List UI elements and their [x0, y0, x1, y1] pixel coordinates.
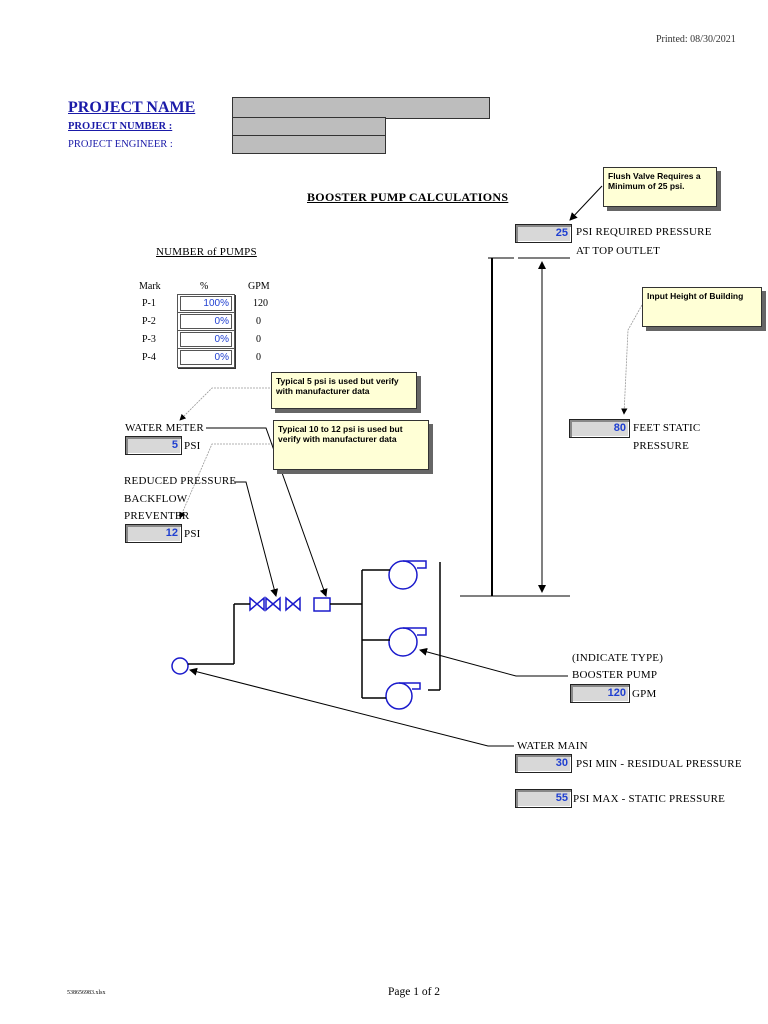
- col-mark-header: Mark: [139, 281, 161, 292]
- static-height-input[interactable]: 80: [569, 419, 630, 438]
- col-gpm-header: GPM: [248, 281, 270, 292]
- page-title: BOOSTER PUMP CALCULATIONS: [307, 190, 509, 204]
- project-engineer-field[interactable]: [232, 135, 386, 154]
- backflow-input[interactable]: 12: [125, 524, 182, 543]
- pump-pct-input[interactable]: 100%: [180, 296, 232, 311]
- note-building-height: Input Height of Building: [642, 287, 762, 327]
- project-engineer-label: PROJECT ENGINEER :: [68, 139, 173, 150]
- col-pct-header: %: [200, 281, 209, 292]
- required-pressure-label-2: AT TOP OUTLET: [576, 245, 661, 257]
- pump-pct-input[interactable]: 0%: [180, 350, 232, 365]
- backflow-label-3: PREVENTER: [124, 510, 190, 522]
- footer-filename: 538656983.xlsx: [67, 990, 106, 996]
- pump-mark: P-4: [142, 352, 156, 363]
- water-meter-unit: PSI: [184, 440, 201, 452]
- water-main-min-label: PSI MIN - RESIDUAL PRESSURE: [576, 758, 742, 770]
- booster-type-label: (INDICATE TYPE): [572, 652, 664, 664]
- required-pressure-label: PSI REQUIRED PRESSURE: [576, 226, 712, 238]
- backflow-unit: PSI: [184, 528, 201, 540]
- booster-pump-label: BOOSTER PUMP: [572, 669, 658, 681]
- backflow-label: REDUCED PRESSURE: [124, 475, 237, 487]
- static-height-label-2: PRESSURE: [633, 440, 690, 452]
- water-main-max-label: PSI MAX - STATIC PRESSURE: [573, 793, 726, 805]
- water-meter-label: WATER METER: [125, 422, 204, 434]
- pump-gpm: 0: [256, 316, 261, 327]
- pump-mark: P-3: [142, 334, 156, 345]
- print-date: Printed: 08/30/2021: [656, 34, 736, 45]
- pump-gpm: 0: [256, 334, 261, 345]
- pump-mark: P-2: [142, 316, 156, 327]
- note-meter: Typical 5 psi is used but verify with ma…: [271, 372, 417, 409]
- water-main-max-input[interactable]: 55: [515, 789, 572, 808]
- booster-gpm-unit: GPM: [632, 688, 657, 700]
- project-number-label: PROJECT NUMBER :: [68, 121, 173, 132]
- pump-mark: P-1: [142, 298, 156, 309]
- note-flush-valve: Flush Valve Requires a Minimum of 25 psi…: [603, 167, 717, 207]
- required-pressure-input[interactable]: 25: [515, 224, 572, 243]
- water-meter-input[interactable]: 5: [125, 436, 182, 455]
- booster-gpm-input[interactable]: 120: [570, 684, 630, 703]
- note-backflow: Typical 10 to 12 psi is used but verify …: [273, 420, 429, 470]
- pumps-heading: NUMBER of PUMPS: [156, 246, 257, 258]
- static-height-label: FEET STATIC: [633, 422, 701, 434]
- backflow-label-2: BACKFLOW: [124, 493, 188, 505]
- project-name-label: PROJECT NAME: [68, 99, 196, 116]
- pump-gpm: 0: [256, 352, 261, 363]
- water-main-min-input[interactable]: 30: [515, 754, 572, 773]
- pump-gpm: 120: [253, 298, 268, 309]
- pump-pct-input[interactable]: 0%: [180, 332, 232, 347]
- water-main-label: WATER MAIN: [517, 740, 588, 752]
- footer-page-number: Page 1 of 2: [388, 986, 441, 998]
- pump-pct-input[interactable]: 0%: [180, 314, 232, 329]
